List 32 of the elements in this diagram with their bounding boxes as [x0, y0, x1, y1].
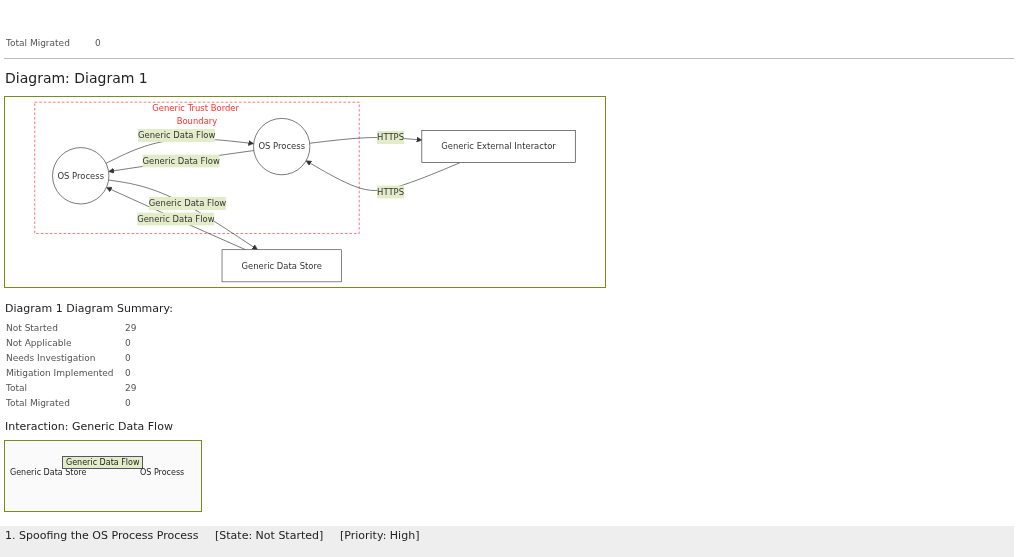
edge-label: HTTPS [377, 186, 404, 197]
node-box: Generic External Interactor [421, 130, 576, 163]
thumbnail-flow-label: Generic Data Flow [62, 456, 144, 469]
table-label: Total [6, 383, 28, 393]
table-value: 0 [125, 353, 131, 363]
table-label: Not Started [6, 323, 58, 333]
edge-label: Generic Data Flow [137, 130, 216, 140]
table-value: 0 [125, 338, 131, 348]
summary-text: Total Migrated [6, 38, 70, 48]
section-heading: Interaction: Generic Data Flow [5, 420, 173, 433]
table-label: Total Migrated [6, 398, 70, 408]
section-heading: Diagram 1 Diagram Summary: [5, 302, 173, 315]
edge-label: Generic Data Flow [137, 213, 215, 224]
threat-state: [State: Not Started] [215, 529, 324, 542]
table-label: Needs Investigation [6, 353, 96, 363]
table-label: Not Applicable [6, 338, 72, 348]
node-box: Generic Data Store [221, 249, 342, 283]
summary-value: 0 [95, 38, 101, 48]
table-value: 29 [125, 323, 137, 333]
edge-label: Generic Data Flow [148, 198, 227, 208]
node-circle: OS Process [253, 118, 311, 176]
page-heading: Diagram: Diagram 1 [5, 70, 148, 86]
table-value: 0 [125, 368, 131, 378]
threat-title: 1. Spoofing the OS Process Process [5, 529, 199, 542]
threat-priority: [Priority: High] [340, 529, 420, 542]
table-value: 0 [125, 398, 131, 408]
edge-label: Generic Data Flow [142, 155, 220, 166]
thumbnail-process-label: OS Process [140, 468, 185, 477]
table-value: 29 [125, 383, 137, 393]
table-label: Mitigation Implemented [6, 368, 114, 378]
edge-label: HTTPS [377, 132, 404, 143]
node-circle: OS Process [52, 147, 110, 205]
